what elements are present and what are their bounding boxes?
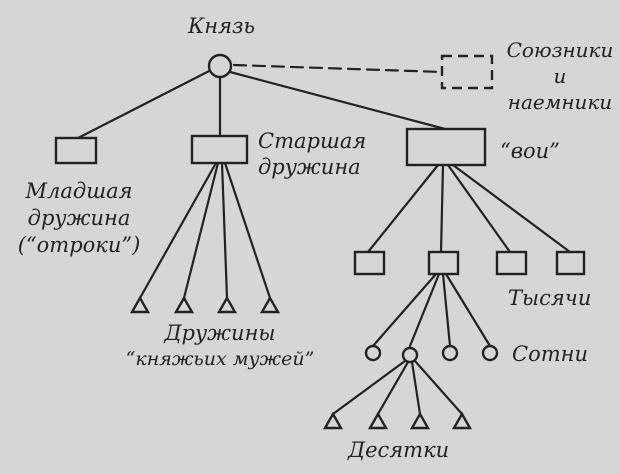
node-ten-2 bbox=[367, 411, 389, 430]
label-allies: Союзники и наемники bbox=[500, 37, 620, 115]
label-allies-line-2: и bbox=[553, 64, 567, 88]
label-senior-druzhina: Старшая дружина bbox=[258, 128, 366, 180]
edge-thousand-hundred-1 bbox=[371, 272, 438, 348]
edge-thousand-hundred-4 bbox=[444, 272, 492, 348]
label-allies-line-3: наемники bbox=[507, 90, 613, 114]
node-prince bbox=[207, 53, 233, 79]
edge-warriors-thousand-4 bbox=[451, 163, 572, 254]
edge-senior-retinue-3 bbox=[220, 161, 229, 300]
node-junior-druzhina bbox=[54, 136, 98, 165]
edge-senior-retinue-1 bbox=[138, 161, 218, 300]
label-senior-line-1: Старшая bbox=[258, 129, 367, 153]
node-retinue-3 bbox=[216, 295, 238, 314]
label-junior-line-3: (“отроки”) bbox=[17, 233, 141, 257]
edge-prince-allies bbox=[232, 63, 444, 74]
label-retinues-line-2: “княжьих мужей” bbox=[125, 348, 315, 370]
node-allies bbox=[440, 54, 494, 90]
label-allies-line-1: Союзники bbox=[506, 38, 614, 62]
edge-thousand-hundred-2 bbox=[408, 272, 441, 348]
label-junior-druzhina: Младшая дружина (“отроки”) bbox=[4, 178, 154, 259]
node-ten-1 bbox=[322, 411, 344, 430]
label-thousands: Тысячи bbox=[508, 286, 592, 310]
edge-thousand-hundred-3 bbox=[441, 272, 452, 348]
edge-senior-retinue-2 bbox=[182, 161, 220, 300]
edge-hundred-ten-4 bbox=[413, 359, 464, 416]
edge-warriors-thousand-2 bbox=[439, 163, 445, 254]
node-hundred-1 bbox=[364, 344, 382, 362]
label-junior-line-1: Младшая bbox=[25, 179, 133, 203]
label-prince: Князь bbox=[188, 14, 255, 38]
edge-hundred-ten-3 bbox=[410, 360, 422, 416]
edge-hundred-ten-1 bbox=[331, 359, 407, 416]
node-hundred-3 bbox=[441, 344, 459, 362]
edge-warriors-thousand-1 bbox=[366, 163, 440, 254]
node-thousand-2 bbox=[427, 250, 460, 276]
node-thousand-1 bbox=[353, 250, 386, 276]
edge-prince-warriors bbox=[228, 70, 447, 131]
node-thousand-4 bbox=[555, 250, 586, 276]
edge-senior-retinue-4 bbox=[223, 161, 272, 300]
node-ten-4 bbox=[451, 411, 473, 430]
node-retinue-1 bbox=[129, 295, 151, 314]
node-thousand-3 bbox=[495, 250, 528, 276]
label-retinues-line-1: Дружины bbox=[164, 321, 276, 345]
node-retinue-4 bbox=[259, 295, 281, 314]
node-ten-3 bbox=[409, 411, 431, 430]
label-hundreds: Сотни bbox=[512, 342, 588, 366]
node-retinue-2 bbox=[173, 295, 195, 314]
node-hundred-2 bbox=[401, 346, 419, 364]
node-senior-druzhina bbox=[190, 134, 249, 165]
edge-hundred-ten-2 bbox=[376, 360, 410, 416]
edge-prince-junior bbox=[76, 66, 217, 140]
label-retinues: Дружины “княжьих мужей” bbox=[100, 320, 340, 372]
label-tens: Десятки bbox=[348, 438, 450, 462]
node-warriors bbox=[405, 127, 487, 167]
label-senior-line-2: дружина bbox=[258, 155, 361, 179]
label-warriors: “вои” bbox=[500, 139, 560, 163]
edge-warriors-thousand-3 bbox=[446, 163, 512, 254]
label-junior-line-2: дружина bbox=[27, 206, 131, 230]
node-hundred-4 bbox=[481, 344, 499, 362]
